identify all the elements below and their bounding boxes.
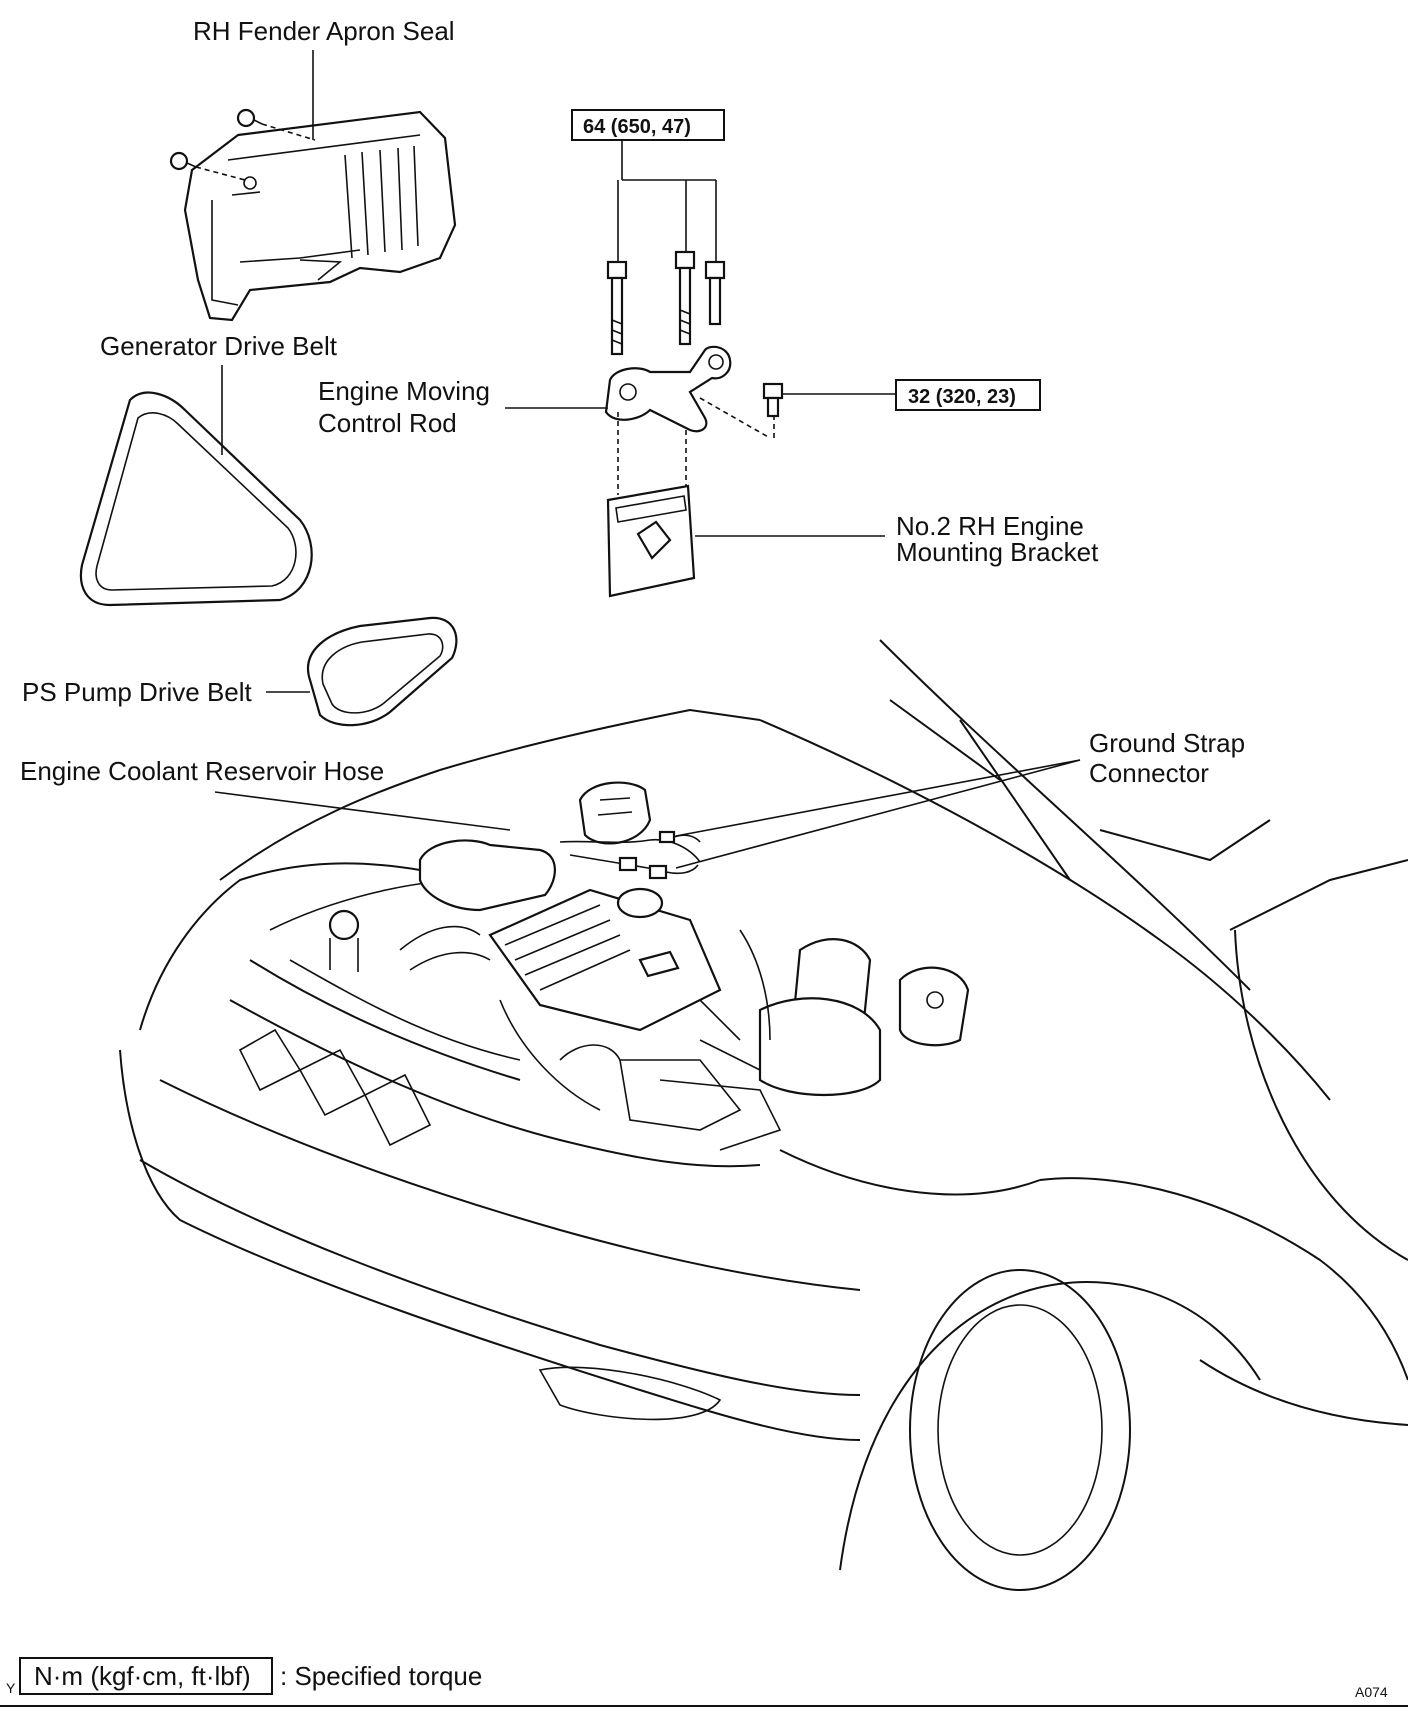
leader-ground-strap-connector-lower [675, 759, 1081, 869]
vehicle-front-body [119, 639, 1408, 1591]
label-generator-drive-belt: Generator Drive Belt [100, 331, 338, 361]
dashed-guides-control-rod [617, 397, 775, 495]
engine-moving-control-rod-part [604, 345, 732, 433]
no2-rh-engine-mounting-bracket-part [606, 484, 696, 598]
label-no2-rh-engine-mounting-bracket-line1: No.2 RH Engine [896, 511, 1084, 541]
torque-value-control-rod-bolts: 64 (650, 47) [583, 116, 691, 138]
control-rod-bolt-middle [674, 250, 696, 346]
label-rh-fender-apron-seal: RH Fender Apron Seal [193, 16, 455, 46]
engine-bay-components [269, 781, 970, 1151]
bracket-bolt [762, 382, 784, 418]
torque-box-bracket-bolt [895, 379, 1041, 411]
label-ground-strap-connector-line2: Connector [1089, 758, 1209, 788]
apron-seal-clip-upper [236, 108, 316, 141]
apron-seal-clip-lower [169, 151, 246, 181]
generator-drive-belt-part [79, 391, 313, 607]
torque-leader-control-rod-bolts [617, 140, 717, 262]
legend-unit-text: N·m (kgf·cm, ft·lbf) [34, 1661, 251, 1691]
label-engine-coolant-reservoir-hose: Engine Coolant Reservoir Hose [20, 756, 384, 786]
rh-fender-apron-seal-part [183, 110, 457, 322]
control-rod-bolt-right [704, 260, 726, 326]
label-no2-rh-engine-mounting-bracket-line2: Mounting Bracket [896, 537, 1099, 567]
torque-value-bracket-bolt: 32 (320, 23) [908, 386, 1016, 408]
figure-code: A074 [1355, 1684, 1388, 1700]
corner-mark: Y [6, 1680, 16, 1696]
control-rod-bolt-left [606, 260, 628, 356]
ps-pump-drive-belt-part [307, 616, 458, 727]
legend-unit-box [19, 1657, 273, 1695]
label-ps-pump-drive-belt: PS Pump Drive Belt [22, 677, 253, 707]
label-engine-moving-control-rod-line2: Control Rod [318, 408, 457, 438]
leader-ground-strap-connector-upper [675, 759, 1081, 837]
legend-description: : Specified torque [280, 1661, 482, 1691]
label-engine-moving-control-rod-line1: Engine Moving [318, 376, 490, 406]
leader-engine-coolant-reservoir-hose [214, 791, 511, 831]
label-ground-strap-connector-line1: Ground Strap [1089, 728, 1245, 758]
torque-box-control-rod-bolts [571, 109, 725, 141]
